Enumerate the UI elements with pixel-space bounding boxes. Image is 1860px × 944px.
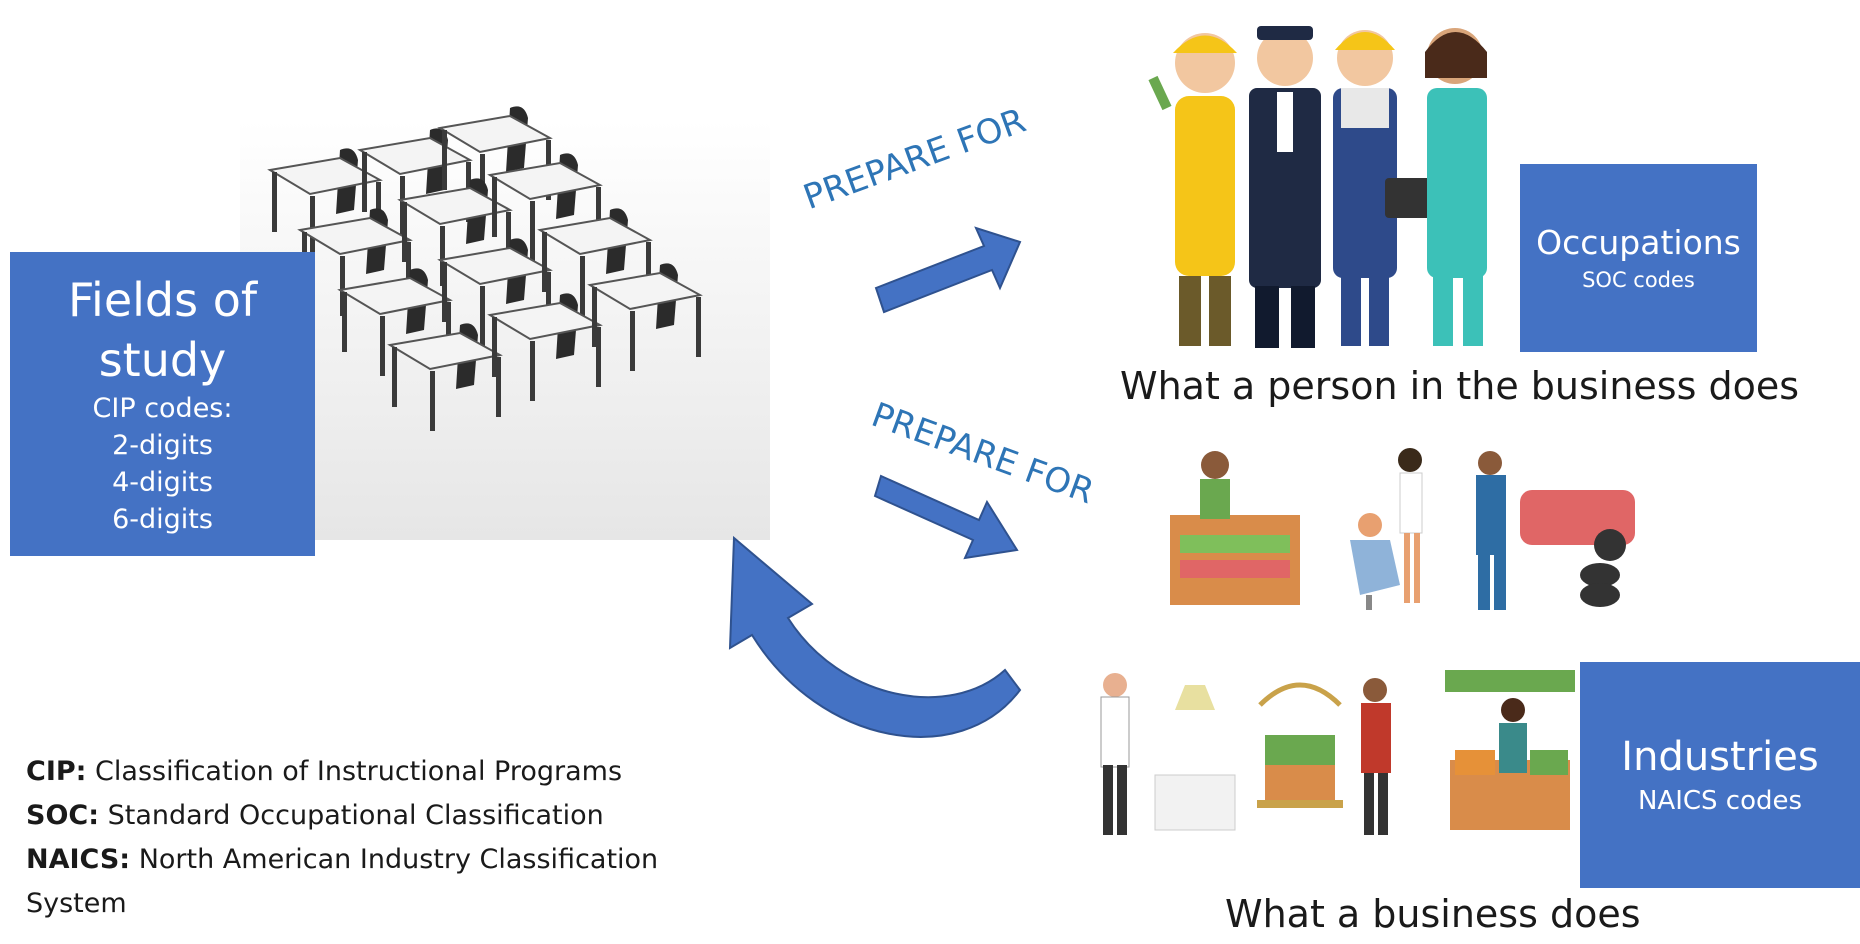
curved-return-arrow: [728, 535, 1022, 738]
legend-abbr: CIP:: [26, 756, 87, 787]
legend-abbr: SOC:: [26, 800, 100, 831]
desk-leg: [630, 311, 635, 371]
desk-leg: [696, 297, 701, 357]
desk-leg: [492, 177, 497, 237]
desk-leg: [380, 316, 385, 376]
desk-leg: [646, 242, 651, 302]
desk-leg: [442, 262, 447, 322]
prepare-for-arrow-up: [874, 226, 1022, 314]
desk-leg: [406, 242, 411, 302]
level-6-digits: 6-digits: [112, 504, 213, 535]
occupations-box: Occupations SOC codes: [1520, 164, 1757, 352]
desk-leg: [310, 196, 315, 256]
cip-codes-label: CIP codes:: [92, 393, 233, 424]
legend-text: Standard Occupational Classification: [107, 800, 604, 831]
desk-top: [297, 216, 413, 256]
desk-leg: [492, 317, 497, 377]
desk-leg: [342, 292, 347, 352]
desk-leg: [446, 302, 451, 362]
desk-leg: [496, 357, 501, 417]
desk-top: [537, 216, 653, 256]
desk-top: [267, 156, 383, 196]
desk-leg: [392, 347, 397, 407]
desk-top: [397, 186, 513, 226]
desk-leg: [340, 256, 345, 316]
desk-leg: [530, 341, 535, 401]
legend-item-cip: CIP: Classification of Instructional Pro…: [26, 750, 658, 794]
prepare-for-label-top: PREPARE FOR: [798, 100, 1032, 218]
desk-top: [487, 161, 603, 201]
naics-codes-label: NAICS codes: [1637, 786, 1803, 816]
industries-caption: What a business does: [1225, 892, 1641, 936]
desk-leg: [442, 130, 447, 190]
soc-codes-label: SOC codes: [1582, 268, 1695, 292]
level-4-digits: 4-digits: [112, 467, 213, 498]
desk-leg: [592, 287, 597, 347]
classroom-desks-image: [240, 106, 770, 540]
desk-leg: [362, 152, 367, 212]
fields-title-line2: study: [98, 333, 227, 387]
legend-abbr: NAICS:: [26, 844, 131, 875]
desk-leg: [430, 371, 435, 431]
desk-top: [387, 331, 503, 371]
desk-leg: [542, 232, 547, 292]
desk-top: [587, 271, 703, 311]
desk-top: [437, 114, 553, 154]
occupations-title: Occupations: [1536, 223, 1741, 262]
desk-top: [437, 246, 553, 286]
desk-leg: [596, 187, 601, 247]
fields-title-line1: Fields of: [67, 273, 258, 327]
level-2-digits: 2-digits: [112, 430, 213, 461]
desk-leg: [580, 256, 585, 316]
legend-item-naics: NAICS: North American Industry Classific…: [26, 838, 658, 882]
industries-restaurant-hotel-market-image: [1100, 670, 1575, 835]
desk-top: [487, 301, 603, 341]
industries-box: Industries NAICS codes: [1580, 662, 1860, 888]
legend-text: System: [26, 888, 127, 919]
legend-text: Classification of Instructional Programs: [95, 756, 623, 787]
industries-shop-barber-mechanic-image: [1170, 448, 1635, 610]
desk-leg: [596, 327, 601, 387]
desk-leg: [480, 286, 485, 346]
fields-of-study-box: Fields of study CIP codes: 2-digits 4-di…: [10, 252, 315, 556]
desk-leg: [530, 201, 535, 261]
desk-top: [337, 276, 453, 316]
legend-item-naics-cont: System: [26, 882, 658, 926]
acronym-legend: CIP: Classification of Instructional Pro…: [26, 750, 658, 926]
desk-leg: [440, 226, 445, 286]
legend-text: North American Industry Classification: [138, 844, 659, 875]
desk-leg: [546, 272, 551, 332]
occupations-caption: What a person in the business does: [1120, 364, 1800, 408]
legend-item-soc: SOC: Standard Occupational Classificatio…: [26, 794, 658, 838]
desk-leg: [506, 212, 511, 272]
desk-leg: [402, 202, 407, 262]
prepare-for-arrow-down: [873, 474, 1019, 560]
occupations-workers-image: [1148, 26, 1487, 348]
desk-leg: [272, 172, 277, 232]
industries-title: Industries: [1621, 734, 1819, 780]
